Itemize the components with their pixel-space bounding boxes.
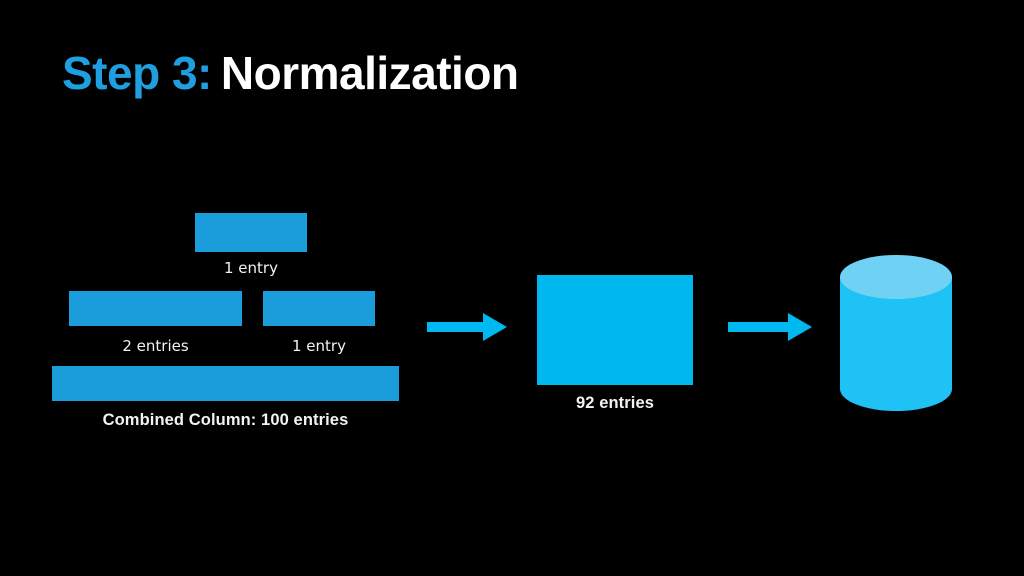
database-cylinder-icon (838, 255, 954, 411)
source-bar-mid-right (263, 291, 375, 326)
combined-column-bar (52, 366, 399, 401)
flow-arrow-right-icon (427, 310, 507, 344)
normalized-table-label: 92 entries (575, 394, 655, 412)
flow-arrow-right-icon-2 (728, 310, 812, 344)
title-accent: Step 3: (62, 47, 212, 99)
source-bar-top-label: 1 entry (224, 259, 278, 277)
source-bar-mid-left (69, 291, 242, 326)
page-title: Step 3:Normalization (62, 48, 519, 99)
normalized-table-rect (537, 275, 693, 385)
source-bar-mid-left-label: 2 entries (122, 337, 189, 355)
combined-column-label: Combined Column: 100 entries (102, 411, 349, 429)
source-bar-top (195, 213, 307, 252)
title-main: Normalization (220, 47, 519, 99)
source-bar-mid-right-label: 1 entry (292, 337, 346, 355)
